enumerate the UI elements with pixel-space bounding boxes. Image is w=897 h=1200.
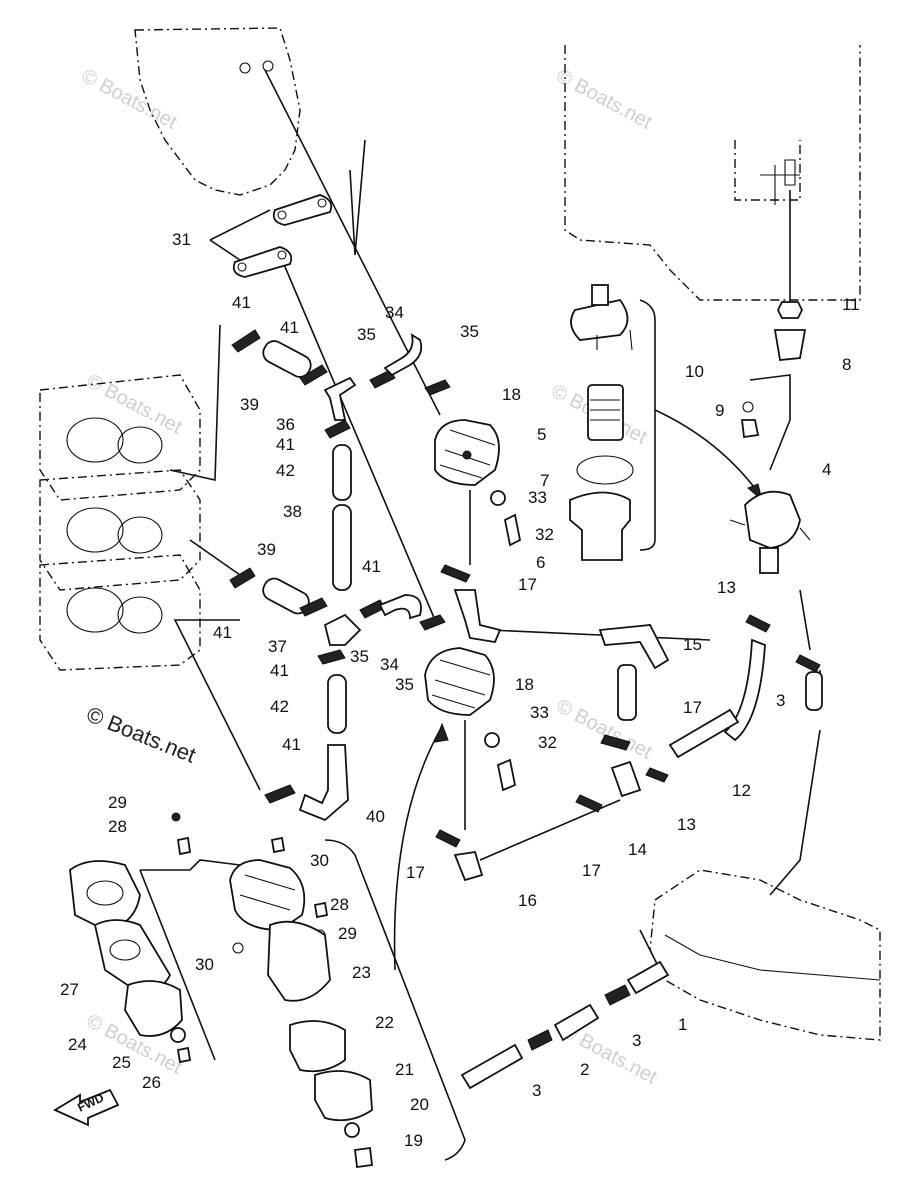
watermark-top-left: © Boats.net — [78, 65, 181, 134]
callout-29: 29 — [338, 924, 357, 943]
callout-13: 13 — [677, 815, 696, 834]
callout-9: 9 — [715, 401, 724, 420]
callout-27: 27 — [60, 980, 79, 999]
callout-41: 41 — [362, 557, 381, 576]
callout-18: 18 — [502, 385, 521, 404]
callout-41: 41 — [232, 293, 251, 312]
fuel-pump-exploded: FWD — [53, 812, 373, 1169]
callout-34: 34 — [380, 655, 399, 674]
fuel-pump-lower — [424, 647, 517, 792]
callout-35: 35 — [350, 647, 369, 666]
callout-31: 31 — [172, 230, 191, 249]
callout-17: 17 — [683, 698, 702, 717]
callout-4: 4 — [822, 460, 831, 479]
callout-39: 39 — [257, 540, 276, 559]
callout-35: 35 — [395, 675, 414, 694]
callout-30: 30 — [310, 851, 329, 870]
callout-33: 33 — [530, 703, 549, 722]
callout-37: 37 — [268, 637, 287, 656]
callout-17: 17 — [582, 861, 601, 880]
callout-32: 32 — [538, 733, 557, 752]
callout-41: 41 — [276, 435, 295, 454]
callout-8: 8 — [842, 355, 851, 374]
fuel-filter-assembly — [569, 284, 634, 561]
callout-35: 35 — [460, 322, 479, 341]
callout-39: 39 — [240, 395, 259, 414]
callout-25: 25 — [112, 1053, 131, 1072]
callout-28: 28 — [330, 895, 349, 914]
upper-case-outline — [564, 45, 861, 301]
callout-23: 23 — [352, 963, 371, 982]
watermark-mid-left: © Boats.net — [83, 370, 186, 439]
watermark-top-right: © Boats.net — [553, 65, 656, 134]
callout-3: 3 — [776, 691, 785, 710]
fuel-pump-upper — [434, 419, 522, 547]
callout-42: 42 — [270, 697, 289, 716]
callout-30: 30 — [195, 955, 214, 974]
callout-18: 18 — [515, 675, 534, 694]
callout-19: 19 — [404, 1131, 423, 1150]
callout-12: 12 — [732, 781, 751, 800]
callout-10: 10 — [685, 362, 704, 381]
middle-hose-assembly — [229, 567, 446, 822]
callout-16: 16 — [518, 891, 537, 910]
cylinder-head-outline — [134, 27, 301, 196]
callout-41: 41 — [282, 735, 301, 754]
callout-42: 42 — [276, 461, 295, 480]
callout-6: 6 — [536, 553, 545, 572]
callout-24: 24 — [68, 1035, 87, 1054]
callout-2: 2 — [580, 1060, 589, 1079]
watermark-lower-right: © Boats.net — [553, 695, 656, 764]
callout-35: 35 — [357, 325, 376, 344]
callout-40: 40 — [366, 807, 385, 826]
watermark-main: © Boats.net — [83, 701, 199, 767]
callout-22: 22 — [375, 1013, 394, 1032]
carburetor-bank — [39, 374, 201, 671]
callout-38: 38 — [283, 502, 302, 521]
upper-hose-assembly — [231, 329, 451, 591]
callout-15: 15 — [683, 635, 702, 654]
callout-3: 3 — [632, 1031, 641, 1050]
callout-32: 32 — [535, 525, 554, 544]
callout-13: 13 — [717, 578, 736, 597]
callout-3: 3 — [532, 1081, 541, 1100]
bottom-cowling-outline — [649, 869, 881, 1041]
callout-5: 5 — [537, 425, 546, 444]
callout-1: 1 — [678, 1015, 687, 1034]
callout-11: 11 — [842, 295, 860, 314]
brackets — [324, 299, 656, 1161]
hose-connector-assembly — [460, 960, 670, 1090]
callout-26: 26 — [142, 1073, 161, 1092]
callout-20: 20 — [410, 1095, 429, 1114]
gaskets-31 — [232, 194, 333, 278]
callout-41: 41 — [270, 661, 289, 680]
callout-17: 17 — [406, 863, 425, 882]
lower-hose-assembly — [435, 564, 823, 882]
callout-28: 28 — [108, 817, 127, 836]
callout-41: 41 — [213, 623, 232, 642]
callout-17: 17 — [518, 575, 537, 594]
callout-29: 29 — [108, 793, 127, 812]
callout-21: 21 — [395, 1060, 414, 1079]
callout-41: 41 — [280, 318, 299, 337]
callout-36: 36 — [276, 415, 295, 434]
flow-arrows — [393, 409, 763, 971]
fuel-joint-assembly — [729, 301, 811, 574]
callout-14: 14 — [628, 840, 647, 859]
callout-34: 34 — [385, 303, 404, 322]
callout-numbers: 31 41 41 35 34 35 39 36 41 42 38 18 33 3… — [60, 230, 860, 1150]
callout-7: 7 — [540, 471, 549, 490]
callout-33: 33 — [528, 488, 547, 507]
